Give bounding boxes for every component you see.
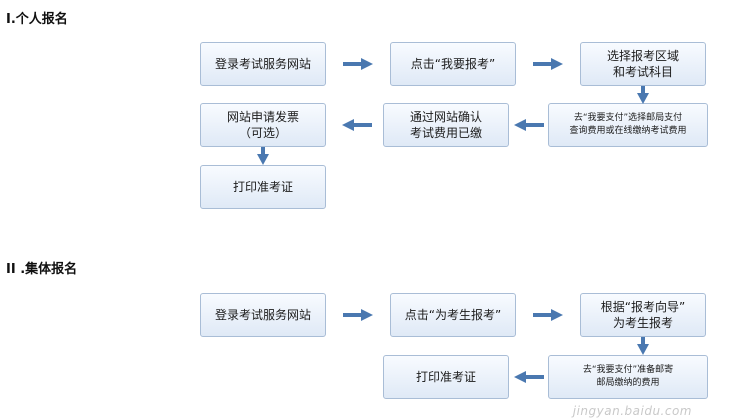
arrow-right-icon [533, 309, 563, 321]
arrow-right-icon [343, 309, 373, 321]
step-print-admission-ticket: 打印准考证 [383, 355, 509, 399]
step-print-admission-ticket: 打印准考证 [200, 165, 326, 209]
arrow-left-icon [342, 119, 372, 131]
step-pay-fees: 去“我要支付”选择邮局支付 查询费用或在线缴纳考试费用 [548, 103, 708, 147]
section-title-individual: I.个人报名 [6, 12, 68, 27]
watermark: jingyan.baidu.com [572, 404, 692, 418]
arrow-right-icon [343, 58, 373, 70]
arrow-down-icon [257, 147, 269, 165]
arrow-right-icon [533, 58, 563, 70]
step-click-apply-for-candidate: 点击“为考生报考” [390, 293, 516, 337]
step-confirm-paid: 通过网站确认 考试费用已缴 [383, 103, 509, 147]
arrow-left-icon [514, 371, 544, 383]
step-apply-invoice: 网站申请发票 （可选） [200, 103, 326, 147]
step-login-site: 登录考试服务网站 [200, 293, 326, 337]
step-follow-wizard: 根据“报考向导” 为考生报考 [580, 293, 706, 337]
step-pay-fees: 去“我要支付”准备邮寄 邮局缴纳的费用 [548, 355, 708, 399]
section-title-group: II .集体报名 [6, 262, 78, 277]
step-click-apply: 点击“我要报考” [390, 42, 516, 86]
arrow-down-icon [637, 86, 649, 104]
step-select-region-subject: 选择报考区域 和考试科目 [580, 42, 706, 86]
step-login-site: 登录考试服务网站 [200, 42, 326, 86]
arrow-down-icon [637, 337, 649, 355]
arrow-left-icon [514, 119, 544, 131]
